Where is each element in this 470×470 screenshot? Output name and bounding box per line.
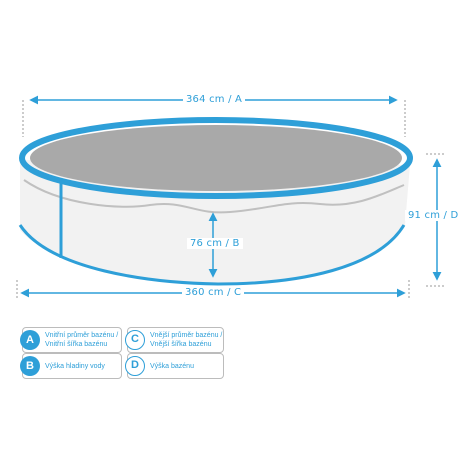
- dimension-b-label: 76 cm / B: [187, 238, 243, 249]
- legend-item-a-line1: Vnitřní průměr bazénu /: [45, 332, 119, 339]
- legend-item-c: C Vnější průměr bazénu / Vnější šířka ba…: [125, 327, 224, 353]
- legend-item-c-line1: Vnější průměr bazénu /: [150, 332, 223, 339]
- legend-item-b-line1: Výška hladiny vody: [45, 363, 105, 370]
- dimension-a-label: 364 cm / A: [183, 94, 246, 105]
- pool-floor: [30, 125, 402, 191]
- legend-item-c-line2: Vnější šířka bazénu: [150, 341, 212, 348]
- legend-item-a: A Vnitřní průměr bazénu / Vnitřní šířka …: [20, 327, 122, 353]
- legend-item-a-line2: Vnitřní šířka bazénu: [45, 341, 108, 348]
- water-line: [23, 179, 405, 214]
- legend-item-a-text: Vnitřní průměr bazénu / Vnitřní šířka ba…: [45, 331, 118, 349]
- badge-a: A: [20, 330, 40, 350]
- dimension-c-label: 360 cm / C: [182, 287, 245, 298]
- badge-d: D: [125, 356, 145, 376]
- legend-item-c-text: Vnější průměr bazénu / Vnější šířka bazé…: [150, 331, 222, 349]
- dimension-d-label: 91 cm / D: [405, 210, 462, 221]
- legend-item-b: B Výška hladiny vody: [20, 353, 122, 379]
- pool-wall-outline: [18, 224, 406, 286]
- badge-c: C: [125, 330, 145, 350]
- badge-b: B: [20, 356, 40, 376]
- legend-item-d-line1: Výška bazénu: [150, 363, 194, 370]
- legend-item-d: D Výška bazénu: [125, 353, 224, 379]
- pool-rim: [19, 117, 413, 199]
